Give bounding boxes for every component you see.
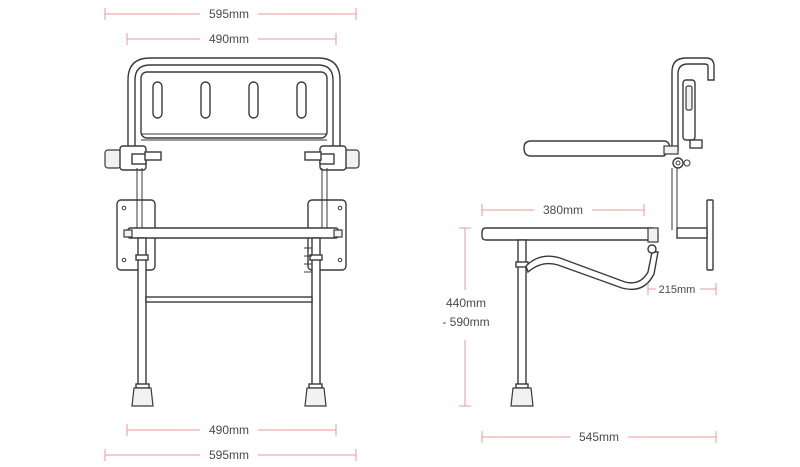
dim-label-bottom-595: 595mm: [209, 448, 249, 462]
side-seat: [481, 227, 659, 243]
dim-label-215: 215mm: [659, 284, 696, 296]
dim-label-590: - 590mm: [442, 315, 489, 329]
dim-label-bottom-490: 490mm: [209, 423, 249, 437]
backrest-slot-4: [296, 81, 307, 119]
dim-label-380: 380mm: [543, 203, 583, 217]
dim-label-top-595: 595mm: [209, 7, 249, 21]
seat-front: [123, 227, 343, 239]
backrest-slot-1: [152, 81, 163, 119]
left-hinge-bracket: [104, 145, 162, 171]
dim-front-top-inner: 490mm: [126, 31, 337, 47]
right-hinge-bracket: [304, 145, 360, 171]
height-adjuster: [304, 247, 312, 273]
dim-seat-depth: 380mm: [481, 202, 645, 218]
dim-seat-height: 440mm - 590mm: [442, 227, 490, 407]
side-wall-plate: [676, 199, 714, 271]
side-leg: [510, 239, 534, 407]
left-leg: [131, 237, 154, 407]
side-seat-upper: [523, 140, 691, 169]
dimensions: 595mm 490mm 490mm 595mm: [104, 6, 717, 463]
dim-label-top-490: 490mm: [209, 32, 249, 46]
dim-front-top-overall: 595mm: [104, 6, 357, 22]
dim-label-545: 545mm: [579, 430, 619, 444]
front-view: [104, 57, 360, 407]
dim-overall-depth: 545mm: [481, 429, 717, 445]
leg-crossbar: [145, 296, 313, 303]
side-view: [481, 57, 715, 407]
backrest-slot-2: [200, 81, 211, 119]
support-arm: [525, 251, 659, 291]
right-leg: [304, 237, 327, 407]
dim-front-bottom-overall: 595mm: [104, 447, 357, 463]
side-backrest: [671, 57, 715, 151]
dim-wall-projection: 215mm: [647, 282, 717, 296]
backrest-slot-3: [248, 81, 259, 119]
dim-label-440: 440mm: [446, 296, 486, 310]
dim-front-bottom-inner: 490mm: [126, 422, 337, 438]
backrest: [127, 57, 341, 161]
